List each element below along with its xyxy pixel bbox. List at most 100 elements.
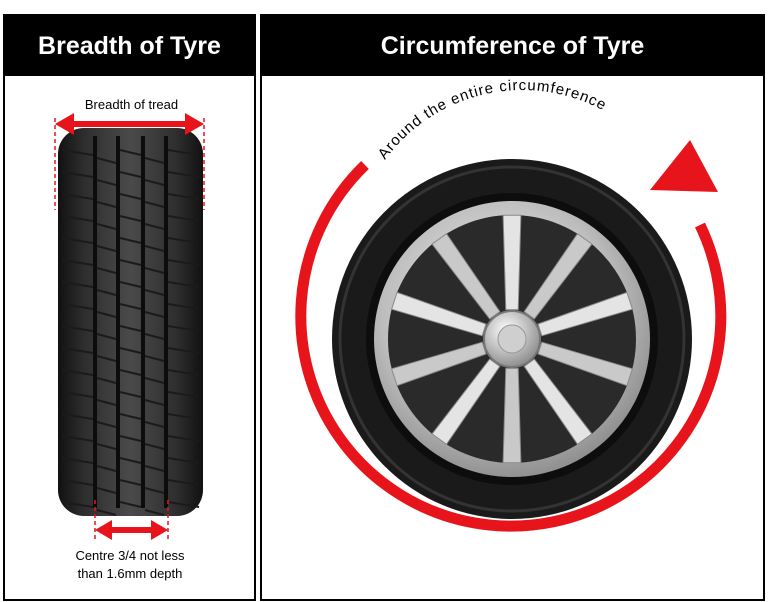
tread-sipe	[119, 413, 142, 420]
tread-sipe	[61, 281, 94, 288]
tread-sipe	[119, 391, 142, 398]
tread-sipe	[61, 171, 94, 178]
breadth-arrow	[55, 113, 204, 135]
tread-sipe	[144, 333, 165, 340]
tread-sipe	[61, 303, 94, 310]
tread-sipe	[144, 421, 165, 428]
tread-sipe	[167, 369, 200, 376]
tread-sipe	[167, 149, 200, 156]
tread-sipe	[167, 347, 200, 354]
tread-sipe	[167, 391, 200, 398]
tread-sipe	[96, 311, 117, 318]
tread-sipe	[61, 391, 94, 398]
tread-sipe	[119, 215, 142, 222]
wheel-spoke	[431, 358, 501, 446]
tread-sipe	[96, 201, 117, 208]
tread-sipe	[144, 267, 165, 274]
tread-sipe	[96, 245, 117, 252]
tread-sipe	[119, 501, 142, 508]
tread-sipe	[61, 435, 94, 442]
tread-sipe	[61, 193, 94, 200]
tread-sipe	[119, 369, 142, 376]
tread-sipe	[119, 435, 142, 442]
circumference-arrow	[295, 161, 727, 532]
tread-sipe	[61, 501, 94, 508]
wheel-spokes	[390, 214, 634, 464]
tread-sipe	[144, 245, 165, 252]
wheel-spoke	[431, 232, 501, 320]
wheel-spoke	[523, 358, 593, 446]
tread-sipe	[96, 179, 117, 186]
tread-sipe	[167, 259, 200, 266]
tread-sipe	[119, 171, 142, 178]
tread-sipe	[167, 237, 200, 244]
tread-sipe	[96, 355, 117, 362]
tread-sipe	[61, 413, 94, 420]
tread-sipe	[96, 157, 117, 164]
breadth-title: Breadth of Tyre	[38, 31, 221, 60]
circumference-header: Circumference of Tyre	[262, 16, 763, 76]
tread-sipe	[167, 413, 200, 420]
tread-sipe	[119, 325, 142, 332]
tread-sipe	[61, 237, 94, 244]
tread-sipe	[96, 289, 117, 296]
wheel-spoke	[502, 214, 522, 311]
circumference-title: Circumference of Tyre	[380, 31, 645, 60]
tread-sipe	[144, 201, 165, 208]
centre-arrow	[95, 520, 168, 540]
tread-sipe	[144, 377, 165, 384]
tread-sipe	[96, 421, 117, 428]
wheel-spoke	[390, 341, 487, 387]
tread-sipe	[167, 281, 200, 288]
tyre-tread-view	[54, 113, 205, 540]
tread-sipe	[119, 149, 142, 156]
tread-sipe	[144, 355, 165, 362]
wheel-spoke	[523, 232, 593, 320]
tread-sipe	[144, 289, 165, 296]
tread-sipe	[96, 399, 117, 406]
tread-sipe	[167, 171, 200, 178]
tread-sipe	[96, 333, 117, 340]
tread-sipe	[96, 509, 117, 516]
tread-breadth-label: Breadth of tread	[84, 97, 179, 112]
tread-sipe	[61, 457, 94, 464]
tread-sipe	[96, 465, 117, 472]
wheel-spoke	[537, 341, 634, 387]
tread-sipe	[119, 457, 142, 464]
tread-sipe	[144, 223, 165, 230]
tread-sipe	[119, 259, 142, 266]
tread-sipe	[167, 435, 200, 442]
circumference-arc-label-path: Around the entire circumference	[375, 77, 609, 162]
tread-sipe	[144, 509, 165, 516]
tread-sipe	[61, 259, 94, 266]
tread-sipe	[61, 347, 94, 354]
tread-sipe	[144, 157, 165, 164]
wheel-spoke	[390, 291, 487, 337]
tread-sipe	[167, 501, 200, 508]
tread-sipe	[61, 479, 94, 486]
tread-sipe	[96, 377, 117, 384]
tread-sipe	[144, 443, 165, 450]
tread-sipe	[167, 325, 200, 332]
tread-edge-guides	[54, 118, 205, 540]
tread-sipe	[96, 443, 117, 450]
tread-sipe	[61, 369, 94, 376]
wheel-spoke	[537, 291, 634, 337]
tread-grooves	[93, 136, 168, 508]
tread-sipe	[144, 311, 165, 318]
circumference-arrowhead	[650, 140, 718, 192]
tread-sipe	[61, 215, 94, 222]
tread-sipe	[167, 193, 200, 200]
tread-sipe	[167, 479, 200, 486]
centre-depth-label-line1: Centre 3/4 not less	[75, 548, 185, 563]
tread-sipe	[167, 457, 200, 464]
circumference-arc-label: Around the entire circumference	[375, 77, 610, 162]
tread-sipe	[144, 179, 165, 186]
tread-sipe	[119, 347, 142, 354]
tyre-tread-body	[58, 128, 203, 516]
tread-sipe	[61, 149, 94, 156]
tread-sipe	[96, 223, 117, 230]
tread-sipe	[119, 479, 142, 486]
tread-sipe	[144, 465, 165, 472]
